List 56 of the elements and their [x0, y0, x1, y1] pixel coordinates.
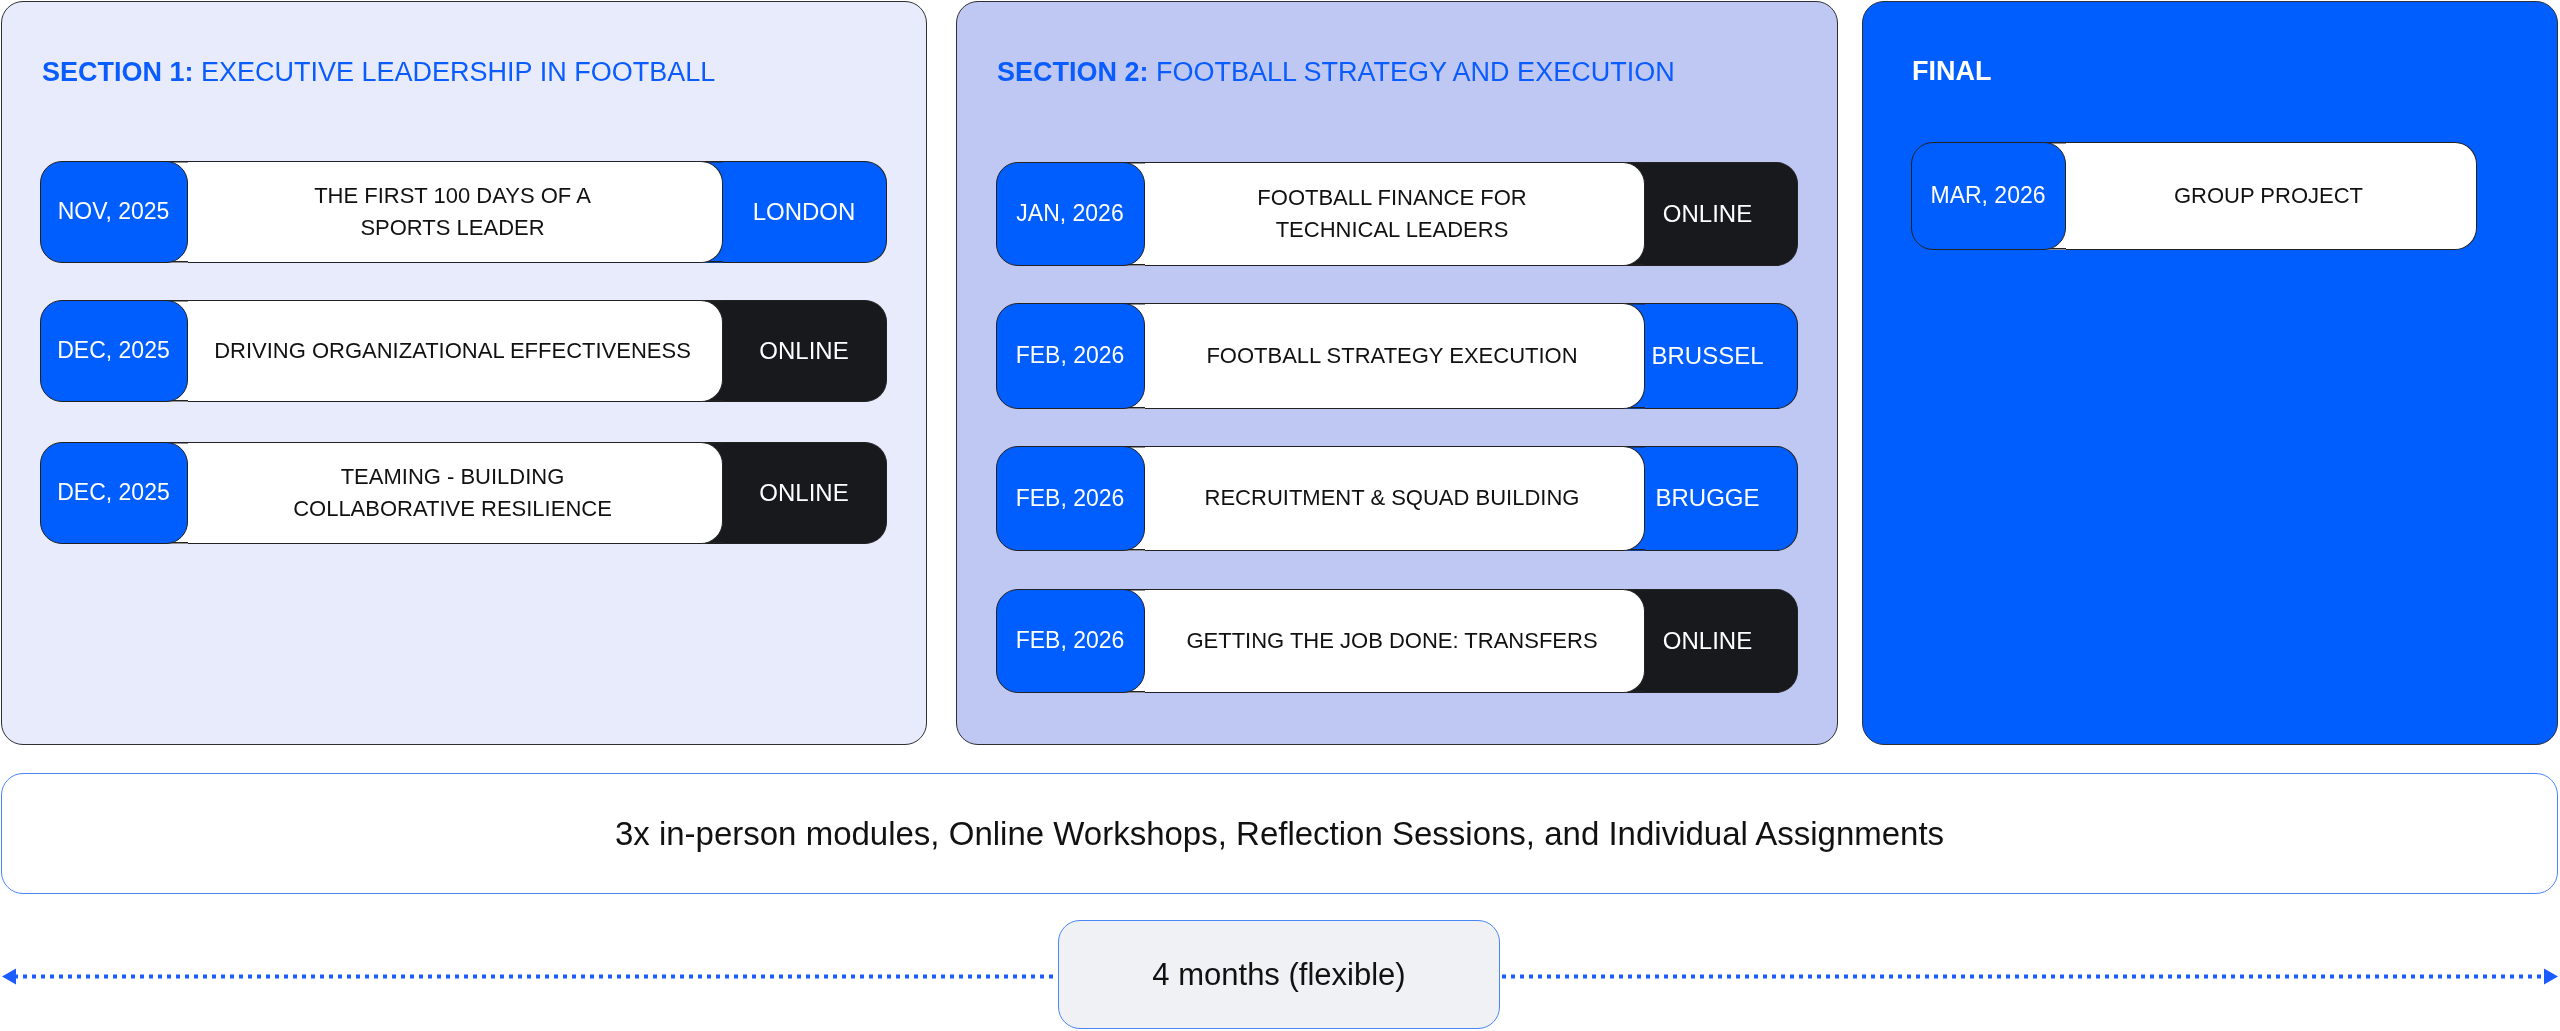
- module-box: [2065, 141, 2477, 250]
- module-box: [187, 441, 723, 544]
- module-date: FEB, 2026: [1015, 342, 1125, 369]
- date-pill: [995, 588, 1145, 693]
- date-pill: [995, 445, 1145, 551]
- module-location: ONLINE: [759, 478, 849, 507]
- module-title: GROUP PROJECT: [2173, 181, 2364, 210]
- section-panel: [1862, 1, 2558, 745]
- date-pill: [39, 441, 188, 544]
- module-location: ONLINE: [1662, 626, 1753, 655]
- summary-banner: [1, 773, 2558, 894]
- summary-text: 3x in-person modules, Online Workshops, Reflection Sessions, and Individual Assignments: [614, 814, 1945, 853]
- module-title: GETTING THE JOB DONE: TRANSFERS: [1186, 626, 1598, 655]
- module-date: NOV, 2025: [57, 198, 170, 225]
- module-title: FOOTBALL STRATEGY EXECUTION: [1206, 341, 1578, 370]
- date-pill: [39, 160, 188, 263]
- module-box: [1144, 161, 1645, 266]
- location-pill: [1644, 445, 1798, 551]
- location-pill: [1644, 302, 1798, 409]
- module-box: [187, 299, 723, 402]
- location-pill: [722, 299, 887, 402]
- section-panel: [1, 1, 927, 745]
- module-date: DEC, 2025: [57, 337, 170, 364]
- date-pill: [995, 161, 1145, 266]
- date-pill: [995, 302, 1145, 409]
- module-title: THE FIRST 100 DAYS OF A SPORTS LEADER: [313, 181, 592, 242]
- location-pill: [1644, 161, 1798, 266]
- duration-box: [1058, 920, 1500, 1029]
- location-pill: [1644, 588, 1798, 693]
- date-pill: [39, 299, 188, 402]
- module-location: ONLINE: [759, 336, 849, 365]
- module-box: [1144, 588, 1645, 693]
- location-pill: [722, 441, 887, 544]
- section-heading: FINAL: [1912, 55, 1992, 88]
- module-title: RECRUITMENT & SQUAD BUILDING: [1204, 484, 1580, 513]
- duration-text: 4 months (flexible): [1152, 956, 1406, 993]
- module-location: BRUGGE: [1655, 484, 1760, 512]
- module-date: MAR, 2026: [1930, 182, 2046, 209]
- module-location: LONDON: [752, 197, 856, 226]
- section-heading: SECTION 1: EXECUTIVE LEADERSHIP IN FOOTBALL: [42, 56, 716, 89]
- module-box: [1144, 302, 1645, 409]
- module-location: ONLINE: [1662, 199, 1753, 228]
- section-heading: SECTION 2: FOOTBALL STRATEGY AND EXECUTION: [997, 56, 1675, 89]
- module-title: TEAMING - BUILDING COLLABORATIVE RESILIENCE: [292, 462, 613, 523]
- location-pill: [722, 160, 887, 263]
- module-date: JAN, 2026: [1016, 200, 1124, 227]
- section-panel: [956, 1, 1838, 745]
- module-date: DEC, 2025: [57, 479, 170, 506]
- date-pill: [1910, 141, 2066, 250]
- module-date: FEB, 2026: [1015, 484, 1125, 512]
- module-location: BRUSSEL: [1651, 341, 1764, 370]
- module-box: [1144, 445, 1645, 551]
- module-box: [187, 160, 723, 263]
- module-date: FEB, 2026: [1015, 627, 1125, 654]
- module-title: FOOTBALL FINANCE FOR TECHNICAL LEADERS: [1256, 183, 1528, 244]
- module-title: DRIVING ORGANIZATIONAL EFFECTIVENESS: [214, 336, 691, 365]
